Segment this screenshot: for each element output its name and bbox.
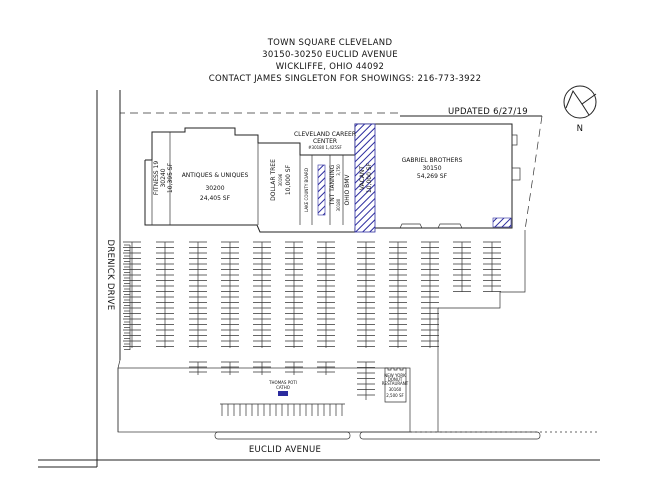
north-arrow-icon <box>563 85 597 119</box>
lake-county-name: LAKE COUNTY BOARD <box>304 168 309 212</box>
bmv-name: OHIO BMV <box>344 174 351 206</box>
fitness-area: 10,395 SF <box>167 162 174 193</box>
drenick-drive-label: DRENICK DRIVE <box>105 240 115 311</box>
donut-line3: RESTAURANT <box>382 381 409 386</box>
donut-line2: DONUT <box>388 377 403 382</box>
vacant-name: VACANT <box>359 166 366 191</box>
shopping-center-building <box>144 123 521 233</box>
thomas-poti-name: THOMAS POTI <box>268 380 297 385</box>
fitness-name: FITNESS 19 <box>153 161 160 196</box>
vacant-suite <box>354 123 376 233</box>
euclid-avenue-label: EUCLID AVENUE <box>249 445 321 455</box>
antiques-number: 30200 <box>205 185 224 192</box>
north-label: N <box>577 124 584 134</box>
title-address: 30150-30250 EUCLID AVENUE <box>262 50 398 60</box>
fitness-number: 30240 <box>160 168 167 187</box>
title-contact: CONTACT JAMES SINGLETON FOR SHOWINGS: 21… <box>209 74 482 84</box>
vacant-area: 10,000 SF <box>366 162 373 193</box>
tnt-number: 30180 <box>336 198 341 211</box>
donut-area: 2,500 SF <box>386 393 404 398</box>
career-center-name-2: CENTER <box>313 138 337 145</box>
antiques-area: 24,405 SF <box>200 195 231 202</box>
gabriel-number: 30150 <box>422 165 441 172</box>
title-city: WICKLIFFE, OHIO 44092 <box>276 62 385 72</box>
tnt-name: TNT TANNING <box>329 164 336 206</box>
thomas-poti-sub: CATHO <box>276 385 290 390</box>
antiques-name: ANTIQUES & UNIQUES <box>182 172 249 179</box>
parking-lot <box>123 241 501 416</box>
dollar-tree-number: 30196 <box>278 173 283 186</box>
updated-date: UPDATED 6/27/19 <box>448 107 528 117</box>
dollar-tree-area: 10,000 SF <box>285 164 292 195</box>
title-property: TOWN SQUARE CLEVELAND <box>267 38 393 48</box>
tnt-area: 3,750 <box>336 164 341 176</box>
career-center-detail: #30180 1,425SF <box>308 145 342 150</box>
gabriel-name: GABRIEL BROTHERS <box>402 157 463 164</box>
donut-number: 30160 <box>389 387 402 392</box>
donut-line1: NEW YORK <box>384 373 406 378</box>
career-center-name: CLEVELAND CAREER <box>294 131 356 138</box>
gabriel-area: 54,269 SF <box>417 173 448 180</box>
vacant-suite-small <box>317 164 326 216</box>
donut-restaurant: NEW YORK DONUT RESTAURANT 30160 2,500 SF <box>382 367 409 403</box>
dollar-tree-name: DOLLAR TREE <box>270 159 277 201</box>
